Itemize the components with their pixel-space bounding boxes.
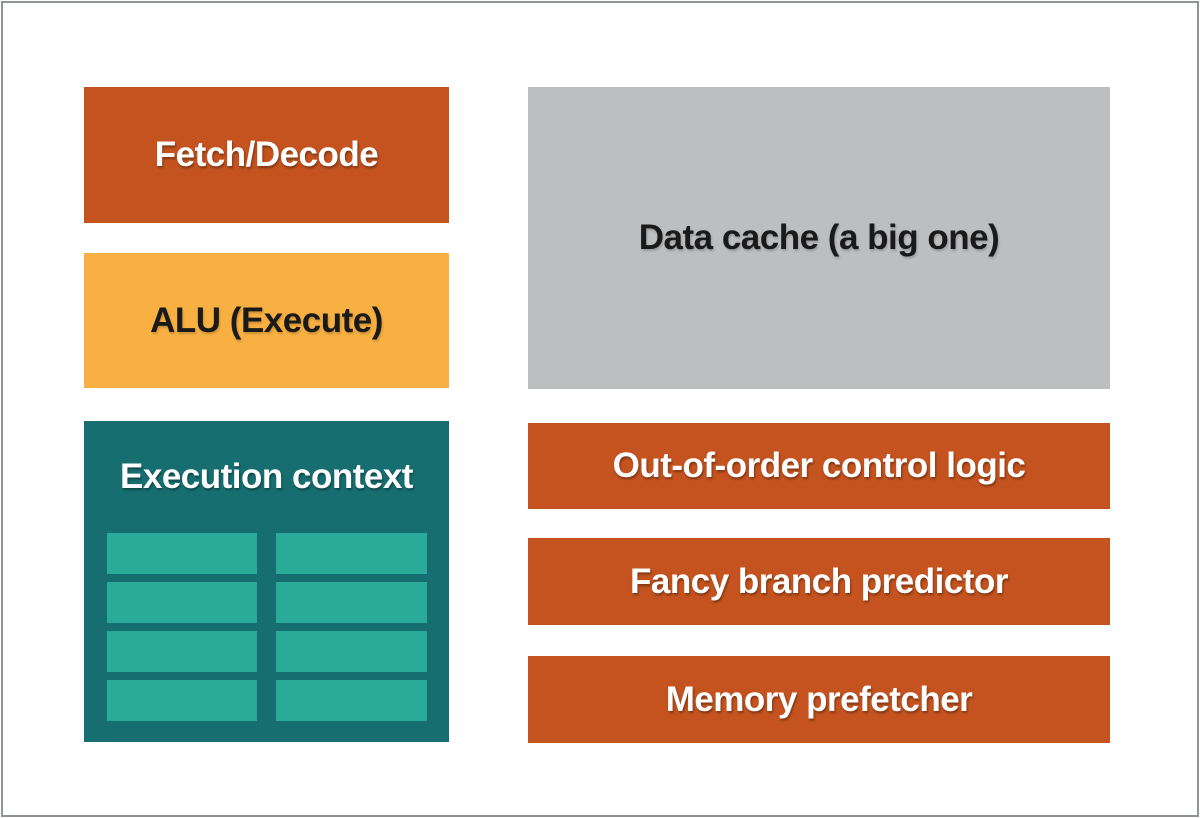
out-of-order-control-block: Out-of-order control logic <box>528 423 1110 509</box>
register-slot <box>276 631 427 672</box>
branch-predictor-block: Fancy branch predictor <box>528 538 1110 625</box>
alu-block: ALU (Execute) <box>84 253 449 388</box>
data-cache-label: Data cache (a big one) <box>638 218 1000 257</box>
register-slot <box>276 582 427 623</box>
execution-context-block: Execution context <box>84 421 449 742</box>
data-cache-block: Data cache (a big one) <box>528 87 1110 389</box>
memory-prefetcher-block: Memory prefetcher <box>528 656 1110 743</box>
memory-prefetcher-label: Memory prefetcher <box>665 679 973 719</box>
fetch-decode-label: Fetch/Decode <box>154 135 379 174</box>
register-slot <box>107 533 257 574</box>
out-of-order-control-label: Out-of-order control logic <box>612 446 1026 485</box>
register-slot <box>276 680 427 721</box>
fetch-decode-block: Fetch/Decode <box>84 87 449 223</box>
register-slot-grid <box>107 533 427 721</box>
register-slot <box>276 533 427 574</box>
register-slot <box>107 631 257 672</box>
alu-label: ALU (Execute) <box>150 300 383 340</box>
execution-context-label: Execution context <box>120 457 413 496</box>
register-slot <box>107 582 257 623</box>
branch-predictor-label: Fancy branch predictor <box>630 561 1008 601</box>
register-slot <box>107 680 257 721</box>
